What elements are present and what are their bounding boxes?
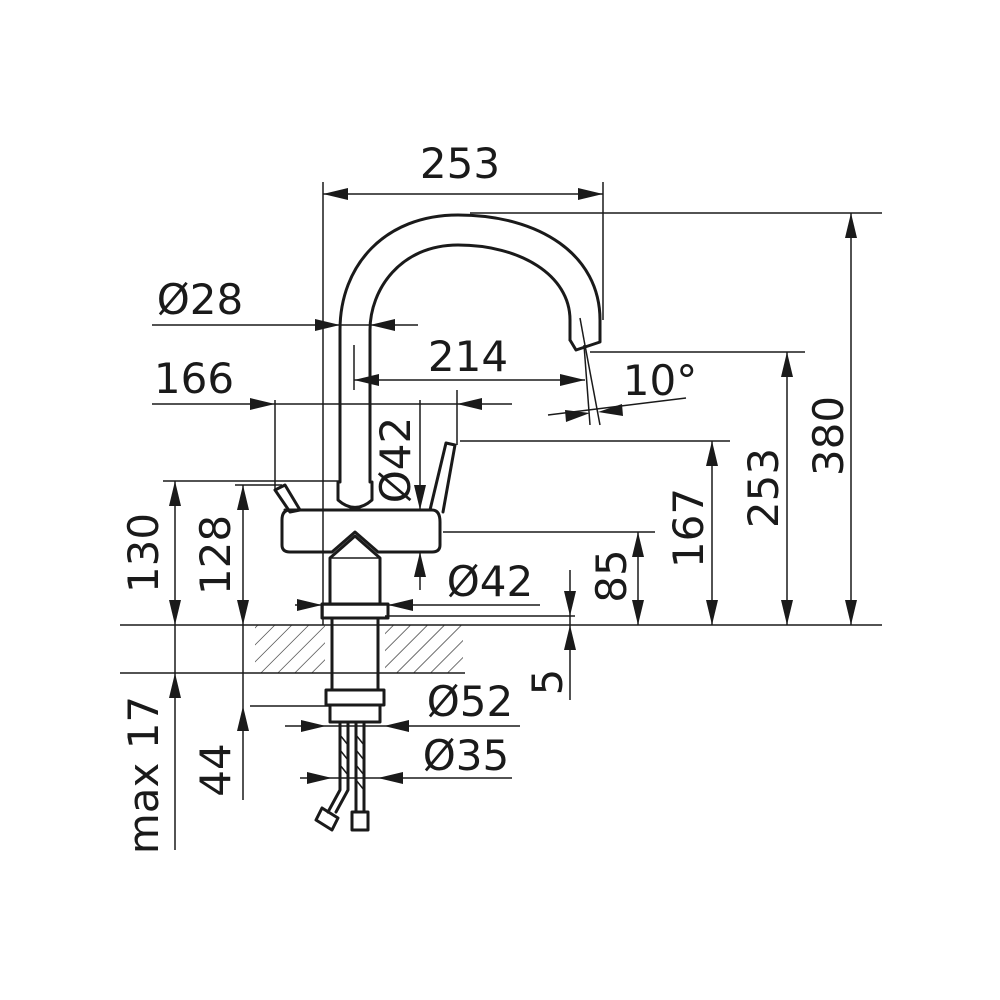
dim-max-deck: max 17 (119, 696, 168, 854)
dim-spout-diameter: Ø28 (157, 275, 244, 324)
dim-spout-angle: 10° (623, 356, 697, 405)
dim-height-130: 130 (119, 513, 168, 593)
dim-spout-reach: 214 (428, 332, 508, 381)
dim-body-diameter-upper: Ø42 (371, 417, 420, 504)
faucet-body (273, 213, 602, 832)
dimension-lines (120, 182, 882, 850)
dim-body-height: 85 (587, 549, 636, 602)
countertop-section (255, 625, 463, 673)
dim-counter-thickness: 5 (523, 669, 572, 696)
dim-total-height: 380 (804, 396, 853, 476)
dim-shank-length: 44 (191, 743, 240, 796)
dim-lever-height: 167 (664, 488, 713, 568)
dim-lever-reach: 166 (154, 354, 234, 403)
dim-outlet-height: 253 (739, 448, 788, 528)
dim-height-128: 128 (191, 515, 240, 595)
dim-total-reach: 253 (420, 139, 500, 188)
dim-thread-diameter: Ø52 (427, 677, 514, 726)
dim-body-diameter-lower: Ø42 (447, 557, 534, 606)
dim-hole-diameter: Ø35 (423, 731, 510, 780)
